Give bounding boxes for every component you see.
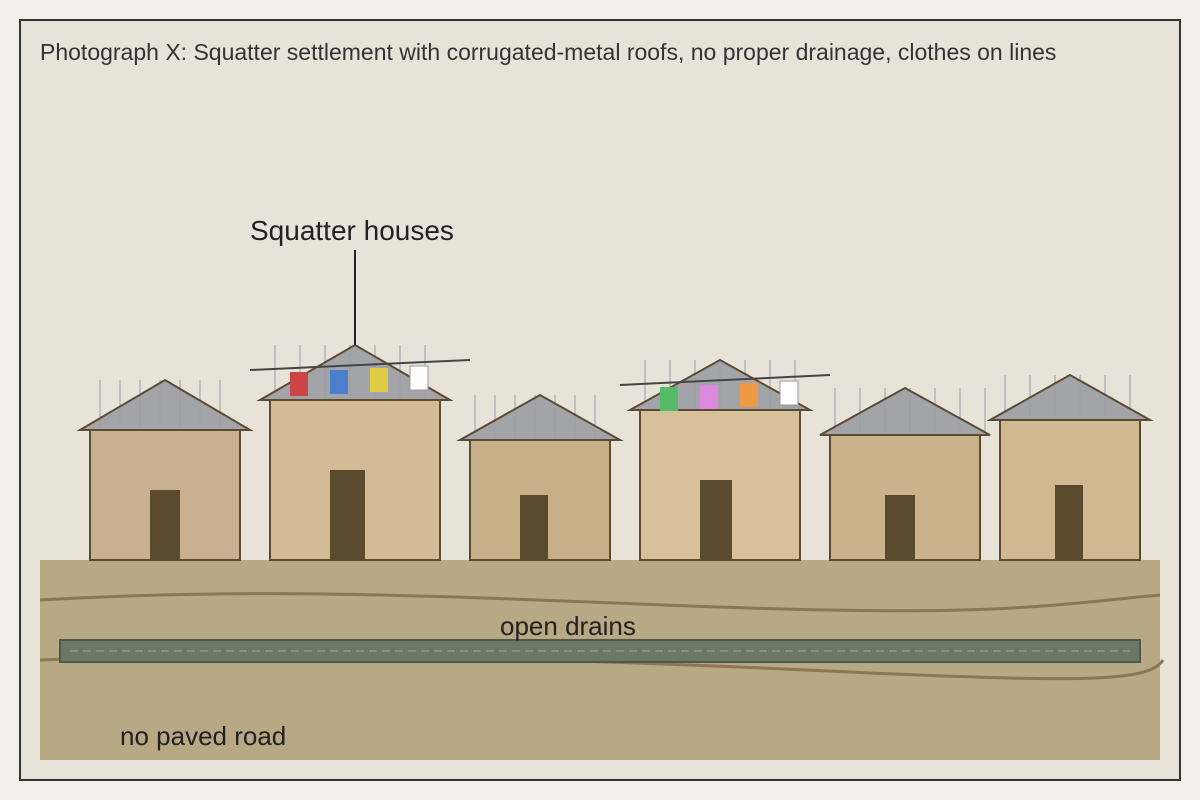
hanging-cloth-pink [700,385,718,409]
door [700,480,732,560]
drains-label: open drains [500,611,636,641]
door [1055,485,1083,560]
hanging-cloth-orange [740,383,758,407]
house-5 [819,386,991,561]
houses-label: Squatter houses [250,215,454,246]
hanging-cloth-white [779,380,799,406]
house-6 [986,373,1154,561]
door [520,495,548,560]
house-4 [626,358,814,561]
road-label: no paved road [120,721,286,751]
house-1 [76,378,254,561]
hanging-cloth-yellow [370,368,388,392]
corrugated-roof [76,378,254,431]
hanging-cloth-blue [330,370,348,394]
clothesline-1 [249,359,471,396]
door [150,490,180,560]
corrugated-roof [819,386,991,436]
open-drain [59,639,1141,663]
door [330,470,365,560]
dirt-path-upper [39,592,1161,613]
hanging-cloth-red [290,372,308,396]
hanging-cloth-green [660,387,678,411]
corrugated-roof [456,393,624,441]
corrugated-roof [986,373,1154,421]
clothesline-2 [619,374,831,411]
house-3 [456,393,624,561]
door [885,495,915,560]
figure-caption: Photograph X: Squatter settlement with c… [40,39,1056,65]
hanging-cloth-white [409,365,429,391]
